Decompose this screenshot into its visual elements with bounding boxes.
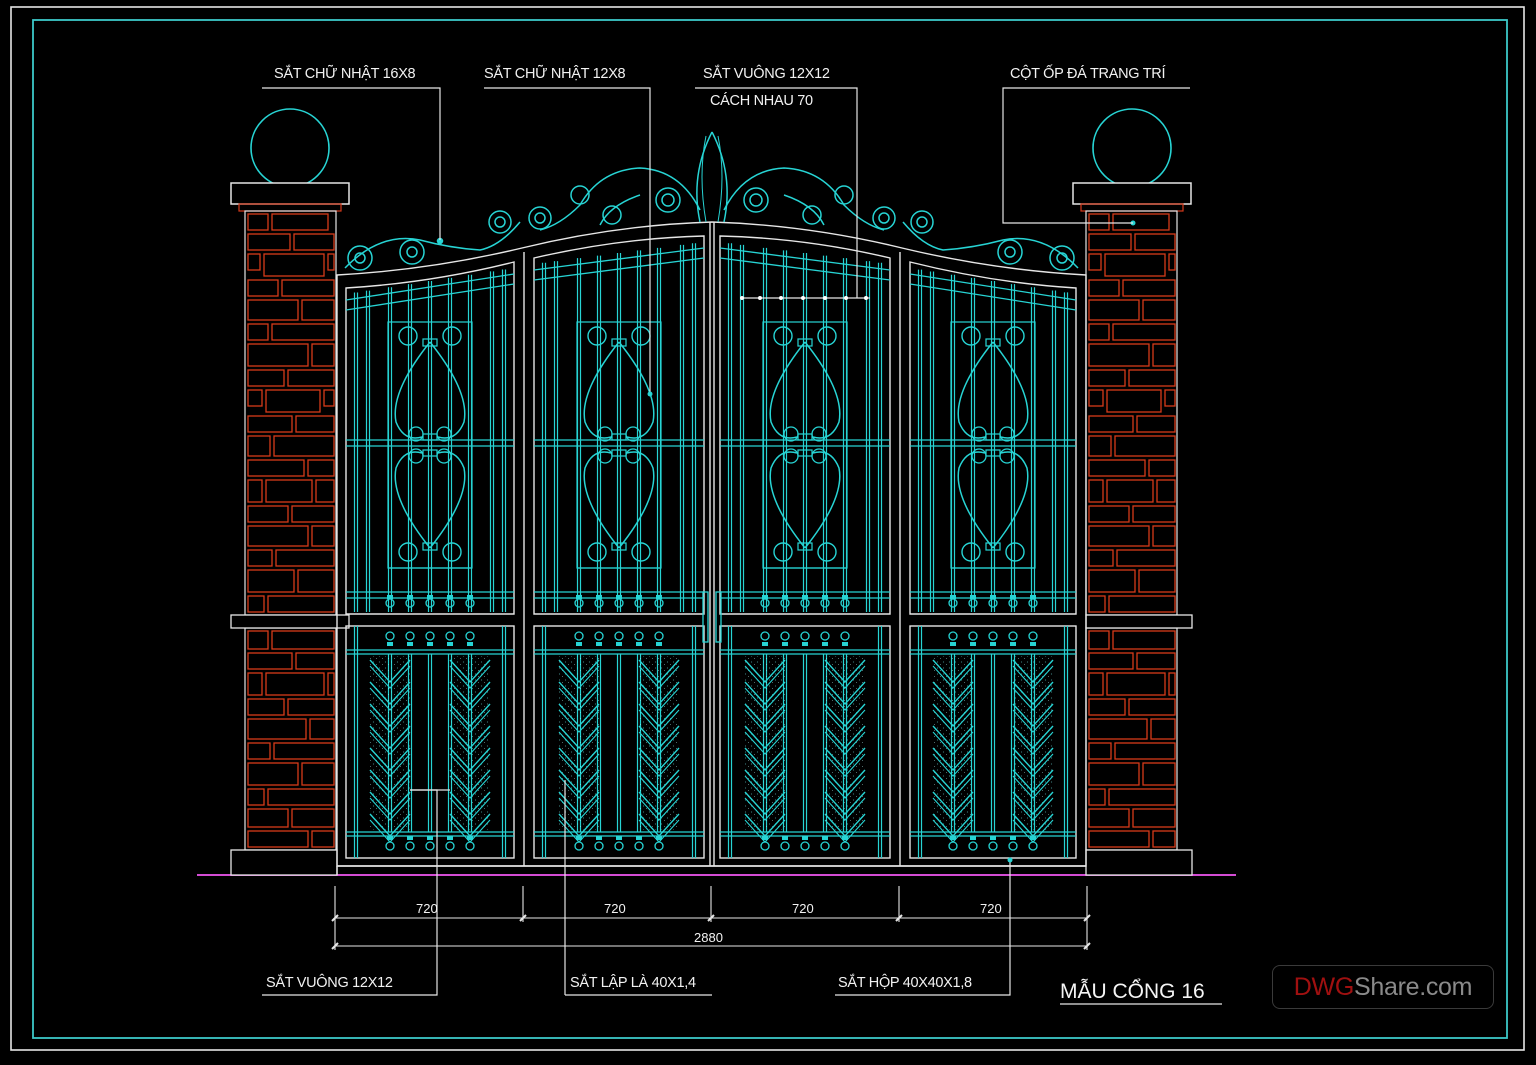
inner-border (32, 19, 1508, 1039)
gate-leaves (345, 243, 1077, 858)
right-pillar-ball (1092, 108, 1172, 188)
dimension-panel-2: 720 (604, 901, 626, 916)
drawing-title: MẪU CỔNG 16 (1060, 980, 1205, 1003)
callout-stone-clad-column: CỘT ỐP ĐÁ TRANG TRÍ (1010, 66, 1166, 82)
left-pillar-ball (250, 108, 330, 188)
gate-handle (702, 591, 722, 643)
outer-border (10, 6, 1525, 1051)
crest-ornament (344, 131, 1079, 271)
spacing-dots (740, 296, 868, 300)
callout-square-iron-bottom: SẮT VUÔNG 12X12 (266, 975, 393, 991)
dimension-total: 2880 (694, 930, 723, 945)
callout-rect-iron-16x8: SẮT CHỮ NHẬT 16X8 (274, 66, 416, 82)
watermark-logo: DWGShare.com (1272, 965, 1494, 1009)
callout-rect-iron-12x8: SẮT CHỮ NHẬT 12X8 (484, 66, 626, 82)
dimension-panel-4: 720 (980, 901, 1002, 916)
dimension-lines (331, 886, 1091, 950)
leader-lines (262, 87, 1222, 1005)
callout-box-section: SẮT HỘP 40X40X1,8 (838, 975, 972, 991)
dimension-panel-3: 720 (792, 901, 814, 916)
callout-flat-bar: SẮT LẬP LÀ 40X1,4 (570, 975, 696, 991)
gate-frame (336, 221, 1087, 875)
dimension-panel-1: 720 (416, 901, 438, 916)
left-pillar (230, 108, 350, 876)
callout-spacing-70: CÁCH NHAU 70 (710, 93, 813, 109)
watermark-part2: Share.com (1354, 973, 1473, 1001)
right-pillar (1072, 108, 1193, 876)
callout-square-iron-12x12: SẮT VUÔNG 12X12 (703, 66, 830, 82)
watermark-part1: DWG (1293, 973, 1355, 1001)
